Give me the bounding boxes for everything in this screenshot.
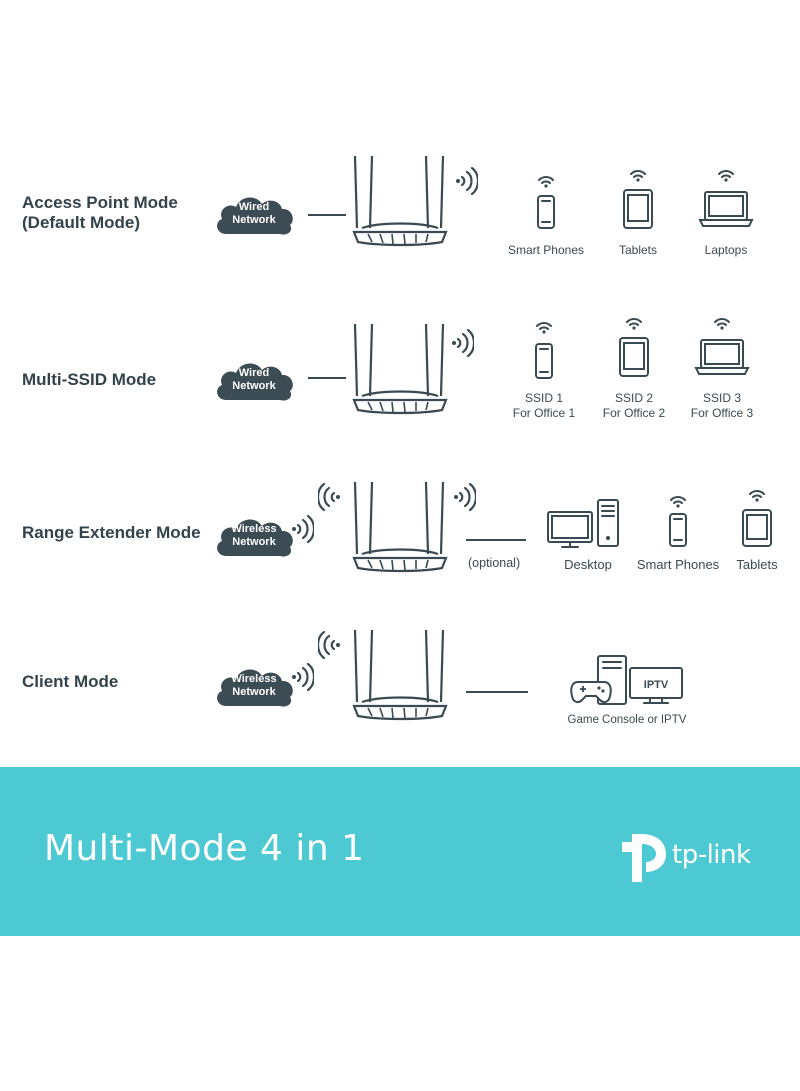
mode-label: Multi-SSID Mode xyxy=(22,370,157,389)
tablet-icon xyxy=(619,318,649,377)
device-ssid-1: SSID 1 For Office 1 xyxy=(504,320,584,421)
laptop-icon xyxy=(698,170,754,227)
device-tablets: Tablets xyxy=(722,488,792,572)
device-label: Tablets xyxy=(736,557,778,572)
optional-link-line xyxy=(466,539,526,541)
smartphone-icon xyxy=(535,322,553,379)
smartphone-icon xyxy=(669,496,687,547)
wireless-network-cloud: Wireless Network xyxy=(212,514,296,560)
device-label: Smart Phones xyxy=(507,243,585,257)
iptv-badge: IPTV xyxy=(644,679,669,691)
wired-link-line xyxy=(308,214,346,216)
cloud-icon xyxy=(217,197,293,235)
network-label: Wired Network xyxy=(232,367,276,392)
device-smart-phones: Smart Phones xyxy=(506,174,586,258)
mode-row-access-point: Access Point Mode (Default Mode) Wired N… xyxy=(0,150,800,290)
smartphone-icon xyxy=(537,176,555,229)
mode-row-range-extender: Range Extender Mode Wireless Network xyxy=(0,470,800,610)
device-desktop: Desktop xyxy=(542,496,634,572)
device-label: Smart Phones xyxy=(636,557,720,572)
mode-row-multi-ssid: Multi-SSID Mode Wired Network SSID 1 xyxy=(0,318,800,458)
wireless-network-cloud: Wireless Network xyxy=(212,664,296,710)
device-ssid-3: SSID 3 For Office 3 xyxy=(682,316,762,421)
router-icon xyxy=(352,323,448,415)
client-link-line xyxy=(466,691,528,693)
wifi-waves-receive-icon xyxy=(318,630,340,660)
tablet-icon xyxy=(742,490,772,547)
device-laptops: Laptops xyxy=(686,168,766,258)
device-label: Laptops xyxy=(704,243,748,257)
wifi-waves-icon xyxy=(452,328,474,358)
device-game-console-iptv: IPTV Game Console or IPTV xyxy=(564,652,690,728)
router-icon xyxy=(352,155,448,247)
device-label: SSID 2 For Office 2 xyxy=(602,391,666,420)
wired-network-cloud: Wired Network xyxy=(212,192,296,238)
cloud-icon xyxy=(217,519,293,557)
desktop-icon xyxy=(547,499,619,548)
tablet-icon xyxy=(623,170,653,229)
optional-label: (optional) xyxy=(468,556,521,570)
mode-label: Access Point Mode (Default Mode) xyxy=(22,193,178,232)
device-label: Tablets xyxy=(618,243,658,257)
mode-label: Range Extender Mode xyxy=(22,523,201,542)
wifi-waves-receive-icon xyxy=(318,482,340,512)
cloud-icon xyxy=(217,363,293,401)
network-label: Wired Network xyxy=(232,201,276,226)
wired-network-cloud: Wired Network xyxy=(212,358,296,404)
device-label: SSID 1 For Office 1 xyxy=(512,391,576,420)
game-console-iptv-icon: IPTV xyxy=(570,655,683,705)
device-tablets: Tablets xyxy=(598,168,678,258)
device-label: Game Console or IPTV xyxy=(567,714,687,726)
mode-label: Client Mode xyxy=(22,672,119,691)
footer-banner xyxy=(0,767,800,936)
wifi-waves-icon xyxy=(454,482,476,512)
device-label: Desktop xyxy=(564,557,612,572)
device-label: SSID 3 For Office 3 xyxy=(690,391,754,420)
wifi-waves-icon xyxy=(456,166,478,196)
banner-title: Multi-Mode 4 in 1 xyxy=(44,828,365,869)
router-icon xyxy=(352,481,448,573)
tp-link-logo-icon xyxy=(622,834,666,882)
device-ssid-2: SSID 2 For Office 2 xyxy=(594,316,674,421)
network-label: Wireless Network xyxy=(231,523,277,548)
wired-link-line xyxy=(308,377,346,379)
wifi-waves-icon xyxy=(292,662,314,692)
device-smart-phones: Smart Phones xyxy=(634,494,722,572)
brand-name: tp-link xyxy=(672,840,751,870)
router-icon xyxy=(352,629,448,721)
cloud-icon xyxy=(217,669,293,707)
wifi-waves-icon xyxy=(292,514,314,544)
mode-row-client: Client Mode Wireless Network xyxy=(0,620,800,760)
laptop-icon xyxy=(694,318,750,375)
network-label: Wireless Network xyxy=(231,673,277,698)
